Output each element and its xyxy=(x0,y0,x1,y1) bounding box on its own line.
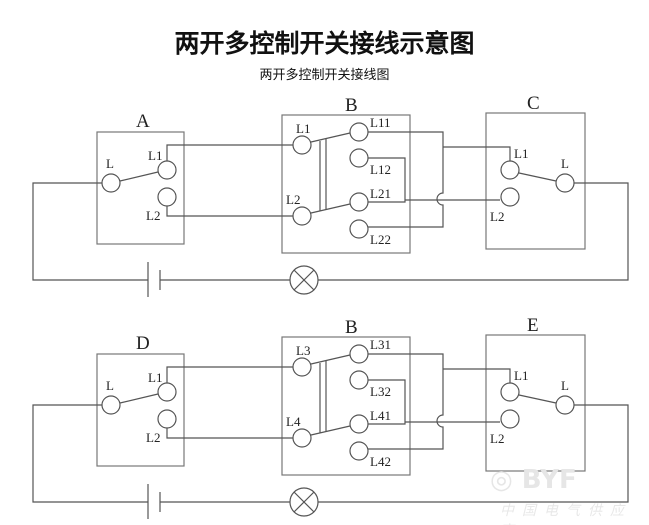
middle-switch-blade xyxy=(310,203,351,214)
terminal-label: L3 xyxy=(296,343,310,358)
left-switch-name: A xyxy=(136,111,150,132)
watermark-logo: ◎ BYF xyxy=(490,465,577,495)
middle-out-terminal xyxy=(349,370,369,390)
right-l2-terminal xyxy=(500,409,520,429)
terminal-label: L2 xyxy=(490,209,504,224)
terminal-label: L1 xyxy=(296,121,310,136)
terminal-label: L1 xyxy=(148,370,162,385)
watermark-tagline: 中国电气供应商 xyxy=(500,503,632,525)
terminal-label: L xyxy=(106,156,114,171)
middle-out-terminal xyxy=(349,148,369,168)
lamp-cross xyxy=(293,269,315,291)
middle-switch-name: B xyxy=(345,95,358,116)
terminal-label: L2 xyxy=(146,430,160,445)
left-switch-box xyxy=(96,131,185,245)
terminal-label: L xyxy=(561,378,569,393)
supply-wire xyxy=(32,404,148,503)
middle-out-terminal xyxy=(349,219,369,239)
terminal-label: L xyxy=(106,378,114,393)
supply-wire xyxy=(318,182,629,281)
traveler-wire xyxy=(166,366,293,383)
right-switch-blade xyxy=(518,172,557,182)
terminal-label: L12 xyxy=(370,162,391,177)
terminal-label: L21 xyxy=(370,186,391,201)
cross-wire xyxy=(368,353,444,450)
cross-wire xyxy=(368,131,444,228)
traveler-wire xyxy=(166,206,293,217)
right-l1-terminal xyxy=(500,382,520,402)
left-switch-box xyxy=(96,353,185,467)
left-l2-terminal xyxy=(157,409,177,429)
left-switch-blade xyxy=(119,393,159,404)
middle-out-terminal xyxy=(349,344,369,364)
right-common-terminal xyxy=(555,395,575,415)
middle-in2-terminal xyxy=(292,428,312,448)
cross-wire xyxy=(368,157,406,203)
supply-wire xyxy=(32,182,148,281)
middle-in1-terminal xyxy=(292,135,312,155)
middle-switch-blade xyxy=(310,425,351,436)
right-common-terminal xyxy=(555,173,575,193)
traveler-wire xyxy=(166,428,293,439)
terminal-label: L32 xyxy=(370,384,391,399)
left-l1-terminal xyxy=(157,160,177,180)
terminal-label: L xyxy=(561,156,569,171)
terminal-label: L41 xyxy=(370,408,391,423)
middle-out-terminal xyxy=(349,414,369,434)
left-common-terminal xyxy=(101,173,121,193)
diagram-title: 两开多控制开关接线示意图 xyxy=(174,29,475,58)
cross-wire xyxy=(368,379,406,425)
terminal-label: L2 xyxy=(286,192,300,207)
cross-wire xyxy=(443,146,511,161)
left-common-terminal xyxy=(101,395,121,415)
right-switch-blade xyxy=(518,394,557,404)
terminal-label: L1 xyxy=(148,148,162,163)
left-switch-name: D xyxy=(136,333,150,354)
right-switch-name: C xyxy=(527,93,540,114)
terminal-label: L1 xyxy=(514,146,528,161)
right-l1-terminal xyxy=(500,160,520,180)
middle-switch-name: B xyxy=(345,317,358,338)
terminal-label: L2 xyxy=(146,208,160,223)
middle-in2-terminal xyxy=(292,206,312,226)
right-switch-box xyxy=(485,112,586,250)
terminal-label: L22 xyxy=(370,232,391,247)
right-switch-box xyxy=(485,334,586,472)
terminal-label: L11 xyxy=(370,115,390,130)
right-switch-name: E xyxy=(527,315,539,336)
middle-switch-box xyxy=(281,336,411,476)
left-l2-terminal xyxy=(157,187,177,207)
supply-wire xyxy=(318,404,629,503)
terminal-label: L42 xyxy=(370,454,391,469)
middle-out-terminal xyxy=(349,441,369,461)
middle-out-terminal xyxy=(349,192,369,212)
middle-switch-blade xyxy=(310,132,351,143)
traveler-wire xyxy=(166,144,293,161)
right-l2-terminal xyxy=(500,187,520,207)
left-switch-blade xyxy=(119,171,159,182)
lamp-cross xyxy=(293,491,315,513)
middle-switch-blade xyxy=(310,354,351,365)
diagram-subtitle: 两开多控制开关接线图 xyxy=(259,68,390,83)
cross-wire xyxy=(443,368,511,383)
middle-in1-terminal xyxy=(292,357,312,377)
left-l1-terminal xyxy=(157,382,177,402)
terminal-label: L1 xyxy=(514,368,528,383)
middle-switch-box xyxy=(281,114,411,254)
terminal-label: L4 xyxy=(286,414,301,429)
terminal-label: L31 xyxy=(370,337,391,352)
middle-out-terminal xyxy=(349,122,369,142)
terminal-label: L2 xyxy=(490,431,504,446)
